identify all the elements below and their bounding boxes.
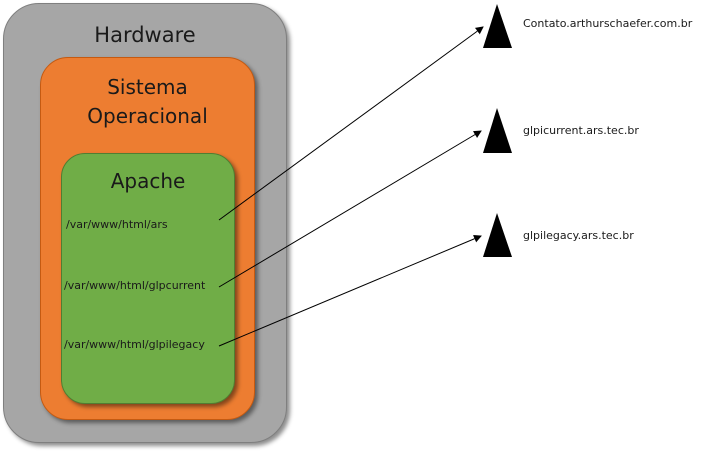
- host-glpicurrent: glpicurrent.ars.tec.br: [523, 124, 639, 137]
- hardware-label: Hardware: [94, 23, 196, 47]
- server-triangle-icon-1: [483, 4, 512, 48]
- server-triangle-icon-2: [483, 108, 512, 153]
- arrow-ars-to-contato: [218, 26, 484, 221]
- host-contato: Contato.arthurschaefer.com.br: [523, 17, 693, 30]
- host-glpilegacy: glpilegacy.ars.tec.br: [523, 229, 634, 242]
- path-glpcurrent: /var/www/html/glpcurrent: [64, 279, 206, 292]
- apache-layer: [61, 153, 235, 404]
- os-label-line2: Operacional: [87, 104, 208, 128]
- apache-label: Apache: [110, 169, 186, 193]
- path-ars: /var/www/html/ars: [66, 218, 168, 231]
- arrow-glpilegacy-to-glpilegacy: [218, 235, 482, 347]
- os-label: Sistema Operacional: [40, 73, 255, 131]
- os-label-line1: Sistema: [107, 75, 188, 99]
- path-glpilegacy: /var/www/html/glpilegacy: [64, 338, 205, 351]
- server-triangle-icon-3: [483, 213, 512, 257]
- arrow-glpcurrent-to-glpicurrent: [218, 130, 482, 288]
